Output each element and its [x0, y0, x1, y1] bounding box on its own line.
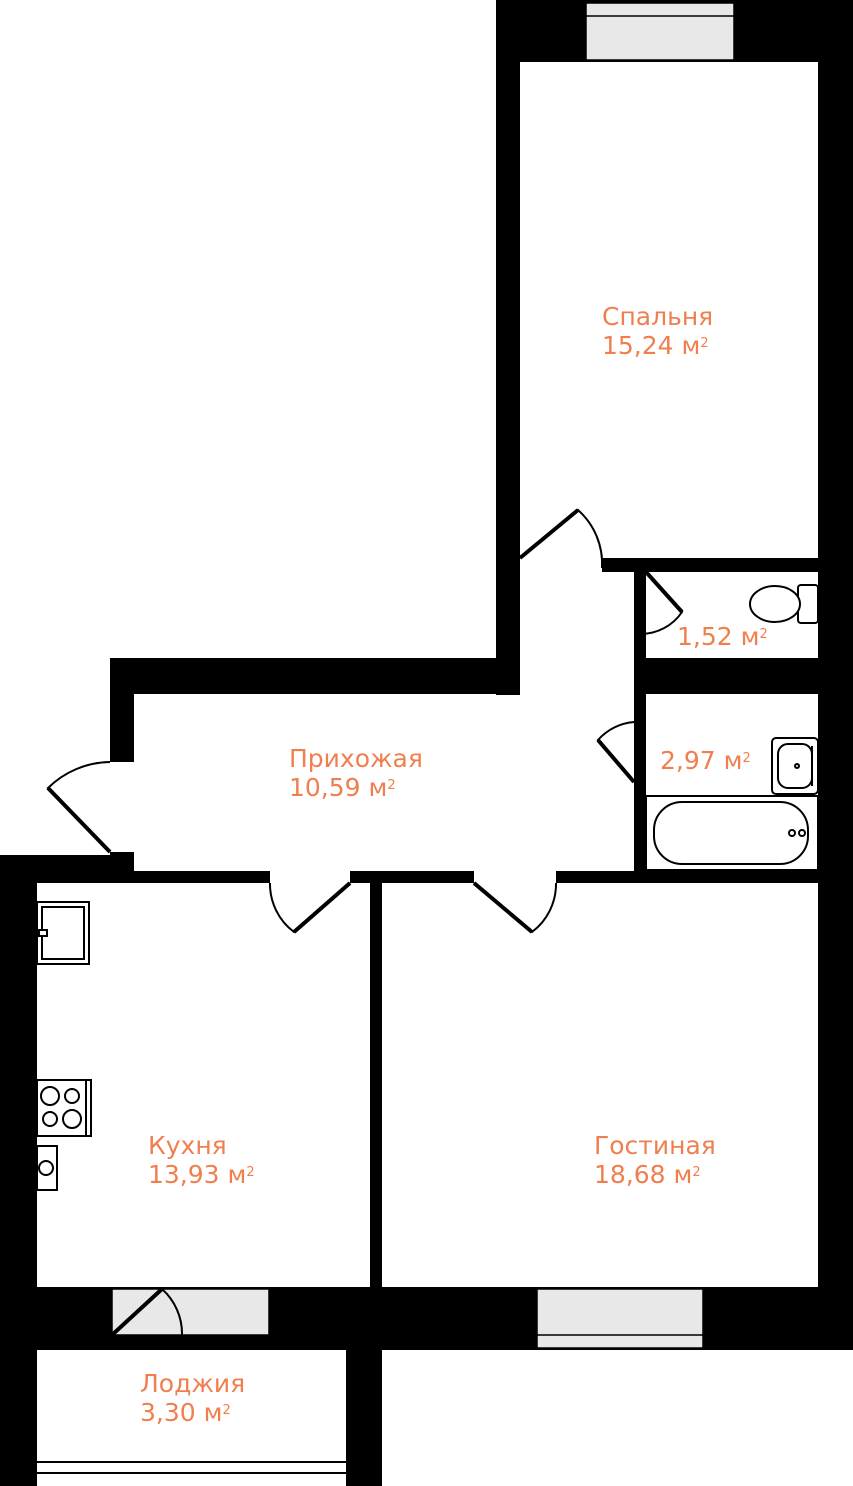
room-area: 3,30 м2	[140, 1398, 231, 1427]
room-name: Гостиная	[594, 1131, 716, 1160]
sink-icon	[771, 737, 819, 795]
wall-wc-bath	[634, 658, 820, 694]
kitchen-small-sink-icon	[36, 1145, 58, 1191]
room-label-bedroom: Спальня 15,24 м2	[602, 302, 713, 360]
wall-hall-bottom-4	[556, 871, 820, 883]
room-label-living: Гостиная 18,68 м2	[594, 1131, 716, 1189]
bathtub-icon	[645, 795, 819, 871]
door-icon	[46, 508, 684, 1337]
loggia-outline	[37, 1461, 346, 1474]
room-name: Кухня	[148, 1131, 227, 1160]
wall-hall-top	[110, 658, 520, 694]
window-icon	[111, 2, 735, 1349]
room-label-bath: 2,97 м2	[660, 746, 751, 775]
wall-loggia-right	[346, 1287, 382, 1486]
wall-bedroom-left	[496, 0, 520, 695]
wall-hall-bottom-3	[350, 871, 474, 883]
room-label-wc: 1,52 м2	[677, 622, 768, 651]
room-area: 2,97 м2	[660, 746, 751, 775]
room-area: 15,24 м2	[602, 331, 709, 360]
room-label-kitchen: Кухня 13,93 м2	[148, 1131, 255, 1189]
room-name: Лоджия	[140, 1369, 246, 1398]
room-area: 18,68 м2	[594, 1160, 701, 1189]
toilet-icon	[749, 584, 819, 624]
wall-kitchen-living	[370, 871, 382, 1291]
kitchen-sink-icon	[36, 901, 90, 965]
wall-hall-left	[110, 658, 134, 762]
wall-right	[818, 0, 853, 1350]
wall-bedroom-bottom	[602, 558, 820, 572]
room-name: Спальня	[602, 302, 714, 331]
stove-icon	[36, 1079, 92, 1137]
room-label-loggia: Лоджия 3,30 м2	[140, 1369, 245, 1427]
room-area: 1,52 м2	[677, 622, 768, 651]
room-area: 10,59 м2	[289, 773, 396, 802]
wall-left	[0, 855, 37, 1486]
room-name: Прихожая	[289, 744, 423, 773]
room-label-hall: Прихожая 10,59 м2	[289, 744, 423, 802]
wall-wc-left	[634, 570, 646, 872]
wall-hall-bottom-2	[134, 871, 270, 883]
room-area: 13,93 м2	[148, 1160, 255, 1189]
